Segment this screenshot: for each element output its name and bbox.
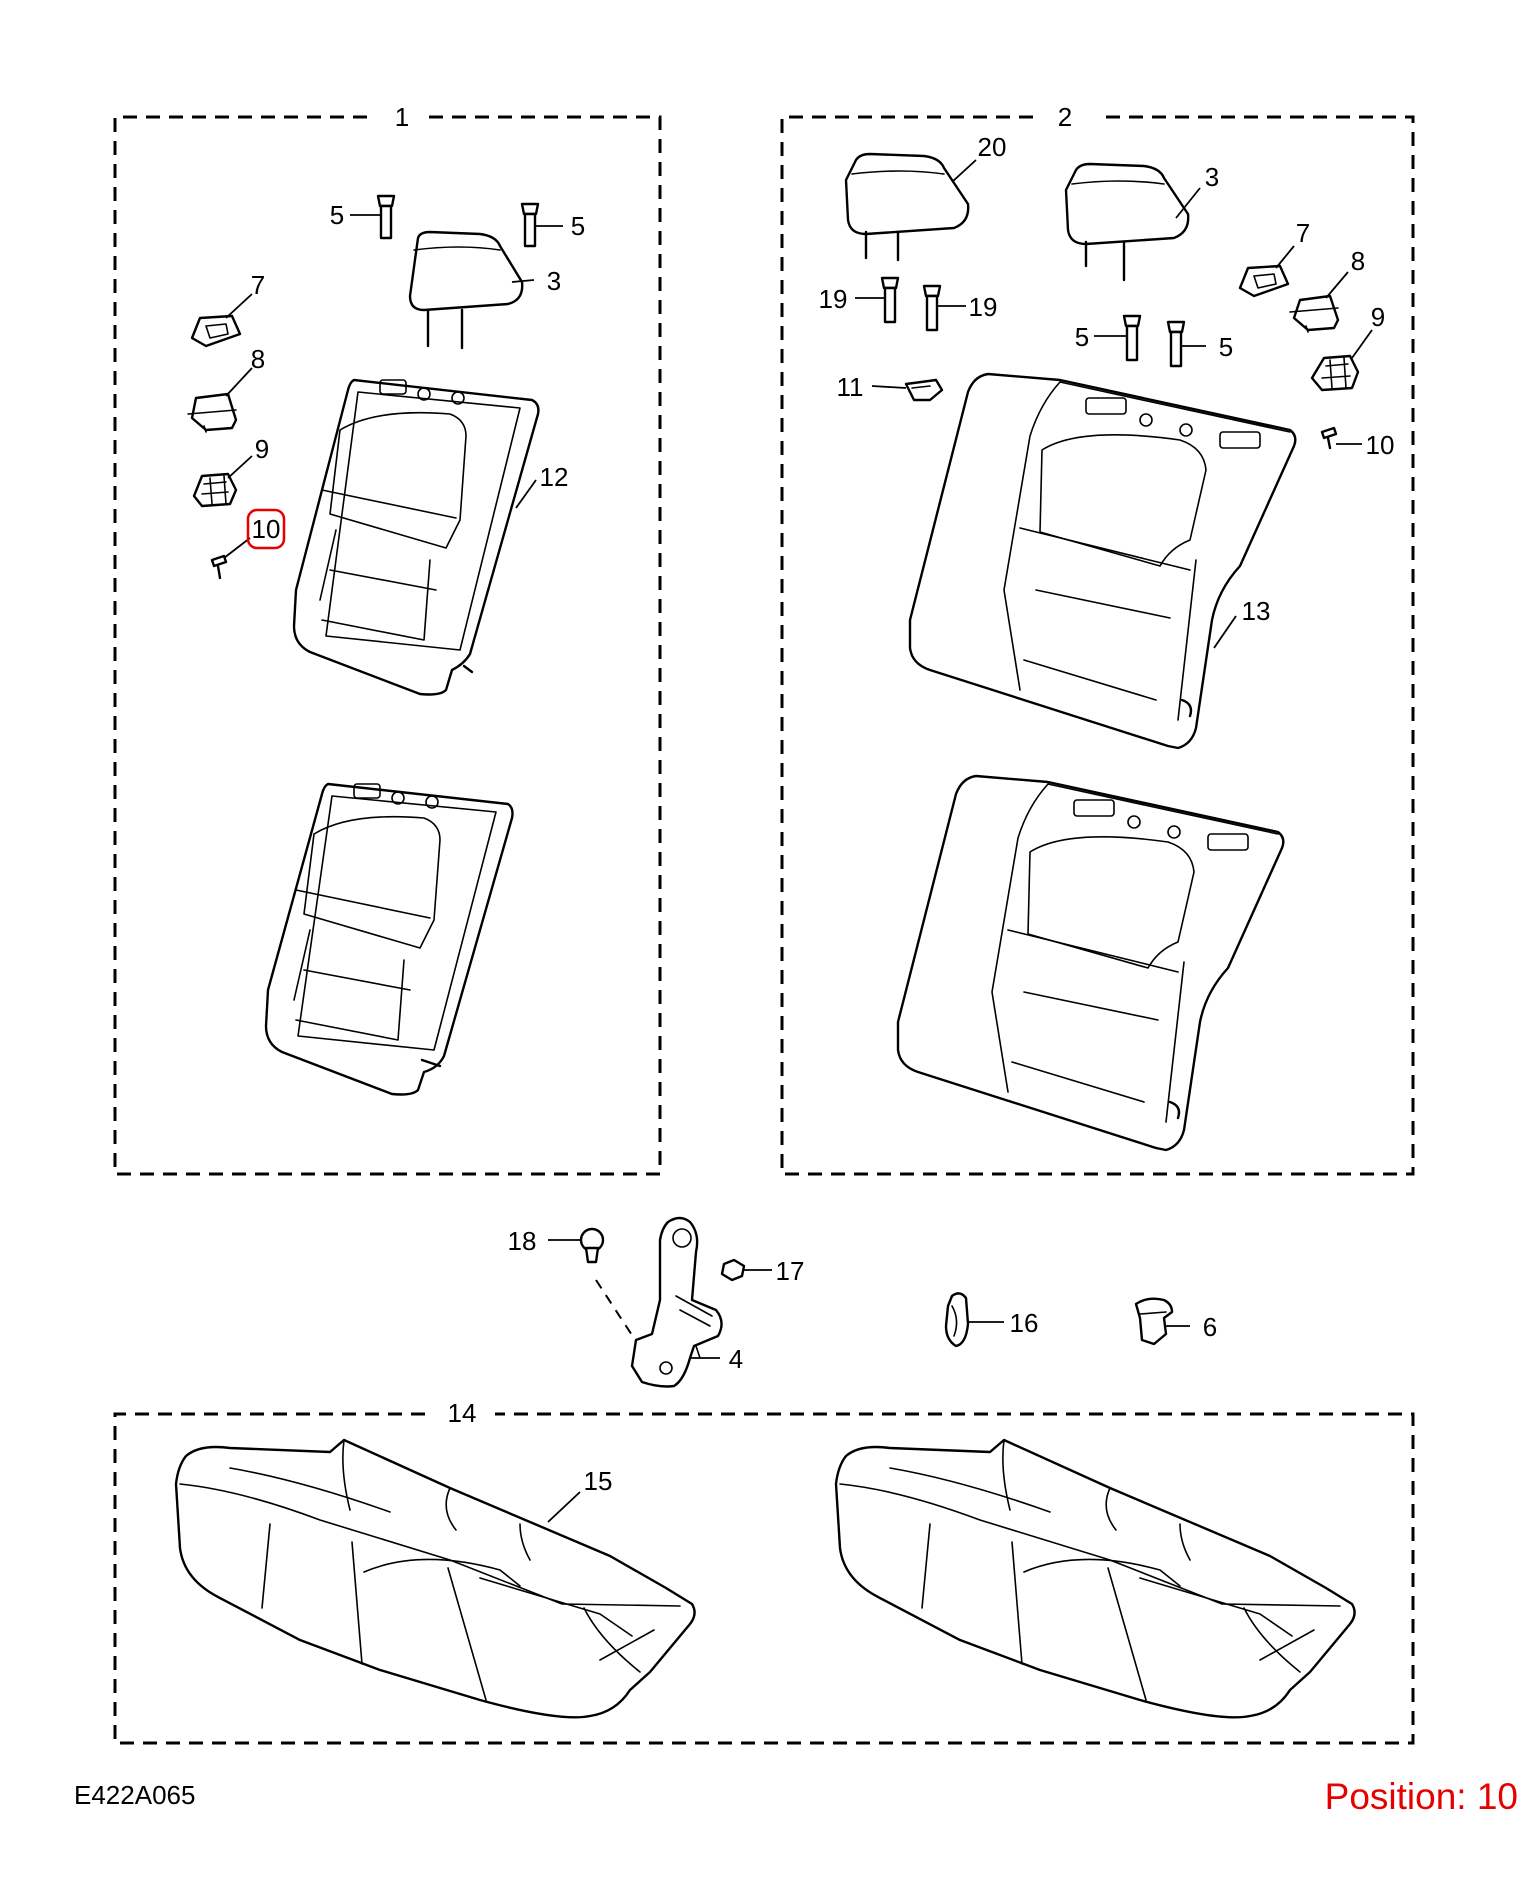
latch-part: 8 xyxy=(1289,246,1365,333)
bolt-part: 5 xyxy=(1075,314,1142,362)
callout-3: 3 xyxy=(1205,162,1219,192)
callout-9: 9 xyxy=(1371,302,1385,332)
seat-back-cover-part: 13 xyxy=(908,372,1297,750)
callout-15: 15 xyxy=(584,1466,613,1496)
bolt-part: 5 xyxy=(330,194,396,240)
callout-16: 16 xyxy=(1010,1308,1039,1338)
callout-9: 9 xyxy=(255,434,269,464)
callout-3: 3 xyxy=(547,266,561,296)
callout-11: 11 xyxy=(837,372,864,402)
callout-17: 17 xyxy=(776,1256,805,1286)
callout-18: 18 xyxy=(508,1226,537,1256)
position-indicator: Position: 10 xyxy=(1324,1776,1518,1817)
clip-part: 16 xyxy=(944,1292,1039,1348)
screw-part: 10 xyxy=(1320,426,1395,460)
callout-4: 4 xyxy=(729,1344,743,1374)
callout-13: 13 xyxy=(1242,596,1271,626)
mechanism-part: 9 xyxy=(192,434,269,508)
callout-5: 5 xyxy=(571,211,585,241)
bracket-part: 11 xyxy=(837,372,944,402)
bezel-part: 7 xyxy=(190,270,265,348)
callout-5: 5 xyxy=(1219,332,1233,362)
callout-7: 7 xyxy=(1296,218,1310,248)
callout-10: 10 xyxy=(1366,430,1395,460)
callout-19: 19 xyxy=(819,284,848,314)
seat-cushion-frame-part xyxy=(834,1438,1356,1719)
bolt-part: 19 xyxy=(922,284,998,332)
callout-6: 6 xyxy=(1203,1312,1217,1342)
callout-8: 8 xyxy=(1351,246,1365,276)
callout-10: 10 xyxy=(252,514,281,544)
bolt-part: 5 xyxy=(1166,320,1233,368)
nut-part: 17 xyxy=(720,1256,805,1286)
group-14-frame: 14 xyxy=(113,1398,1415,1745)
seat-back-frame-part xyxy=(264,782,514,1096)
callout-20: 20 xyxy=(978,132,1007,162)
callout-7: 7 xyxy=(251,270,265,300)
seat-cushion-cover-part: 15 xyxy=(174,1438,696,1719)
group-1-frame: 1 xyxy=(113,102,662,1176)
group-2-frame: 2 xyxy=(780,102,1415,1176)
bezel-part: 7 xyxy=(1238,218,1310,298)
bolt-part: 5 xyxy=(520,202,585,248)
seat-back-frame-part xyxy=(896,774,1285,1152)
group-14-label: 14 xyxy=(448,1398,477,1428)
bolt-part: 18 xyxy=(508,1226,657,1373)
callout-5: 5 xyxy=(330,200,344,230)
latch-part: 8 xyxy=(187,344,265,433)
headrest-part: 20 xyxy=(844,132,1007,262)
hinge-bracket-part: 4 xyxy=(630,1216,743,1388)
headrest-part: 3 xyxy=(408,230,561,350)
callout-12: 12 xyxy=(540,462,569,492)
callout-19: 19 xyxy=(969,292,998,322)
headrest-part: 3 xyxy=(1064,162,1219,282)
diagram-code: E422A065 xyxy=(74,1780,196,1810)
callout-5: 5 xyxy=(1075,322,1089,352)
group-1-label: 1 xyxy=(395,102,409,132)
fastener-part: 6 xyxy=(1134,1297,1217,1346)
group-2-label: 2 xyxy=(1058,102,1072,132)
callout-8: 8 xyxy=(251,344,265,374)
bolt-part: 19 xyxy=(819,276,900,324)
seat-back-cover-part: 12 xyxy=(292,378,569,696)
selected-callout-highlight xyxy=(246,508,286,550)
mechanism-part: 9 xyxy=(1310,302,1385,392)
screw-part: 10 xyxy=(210,508,286,580)
